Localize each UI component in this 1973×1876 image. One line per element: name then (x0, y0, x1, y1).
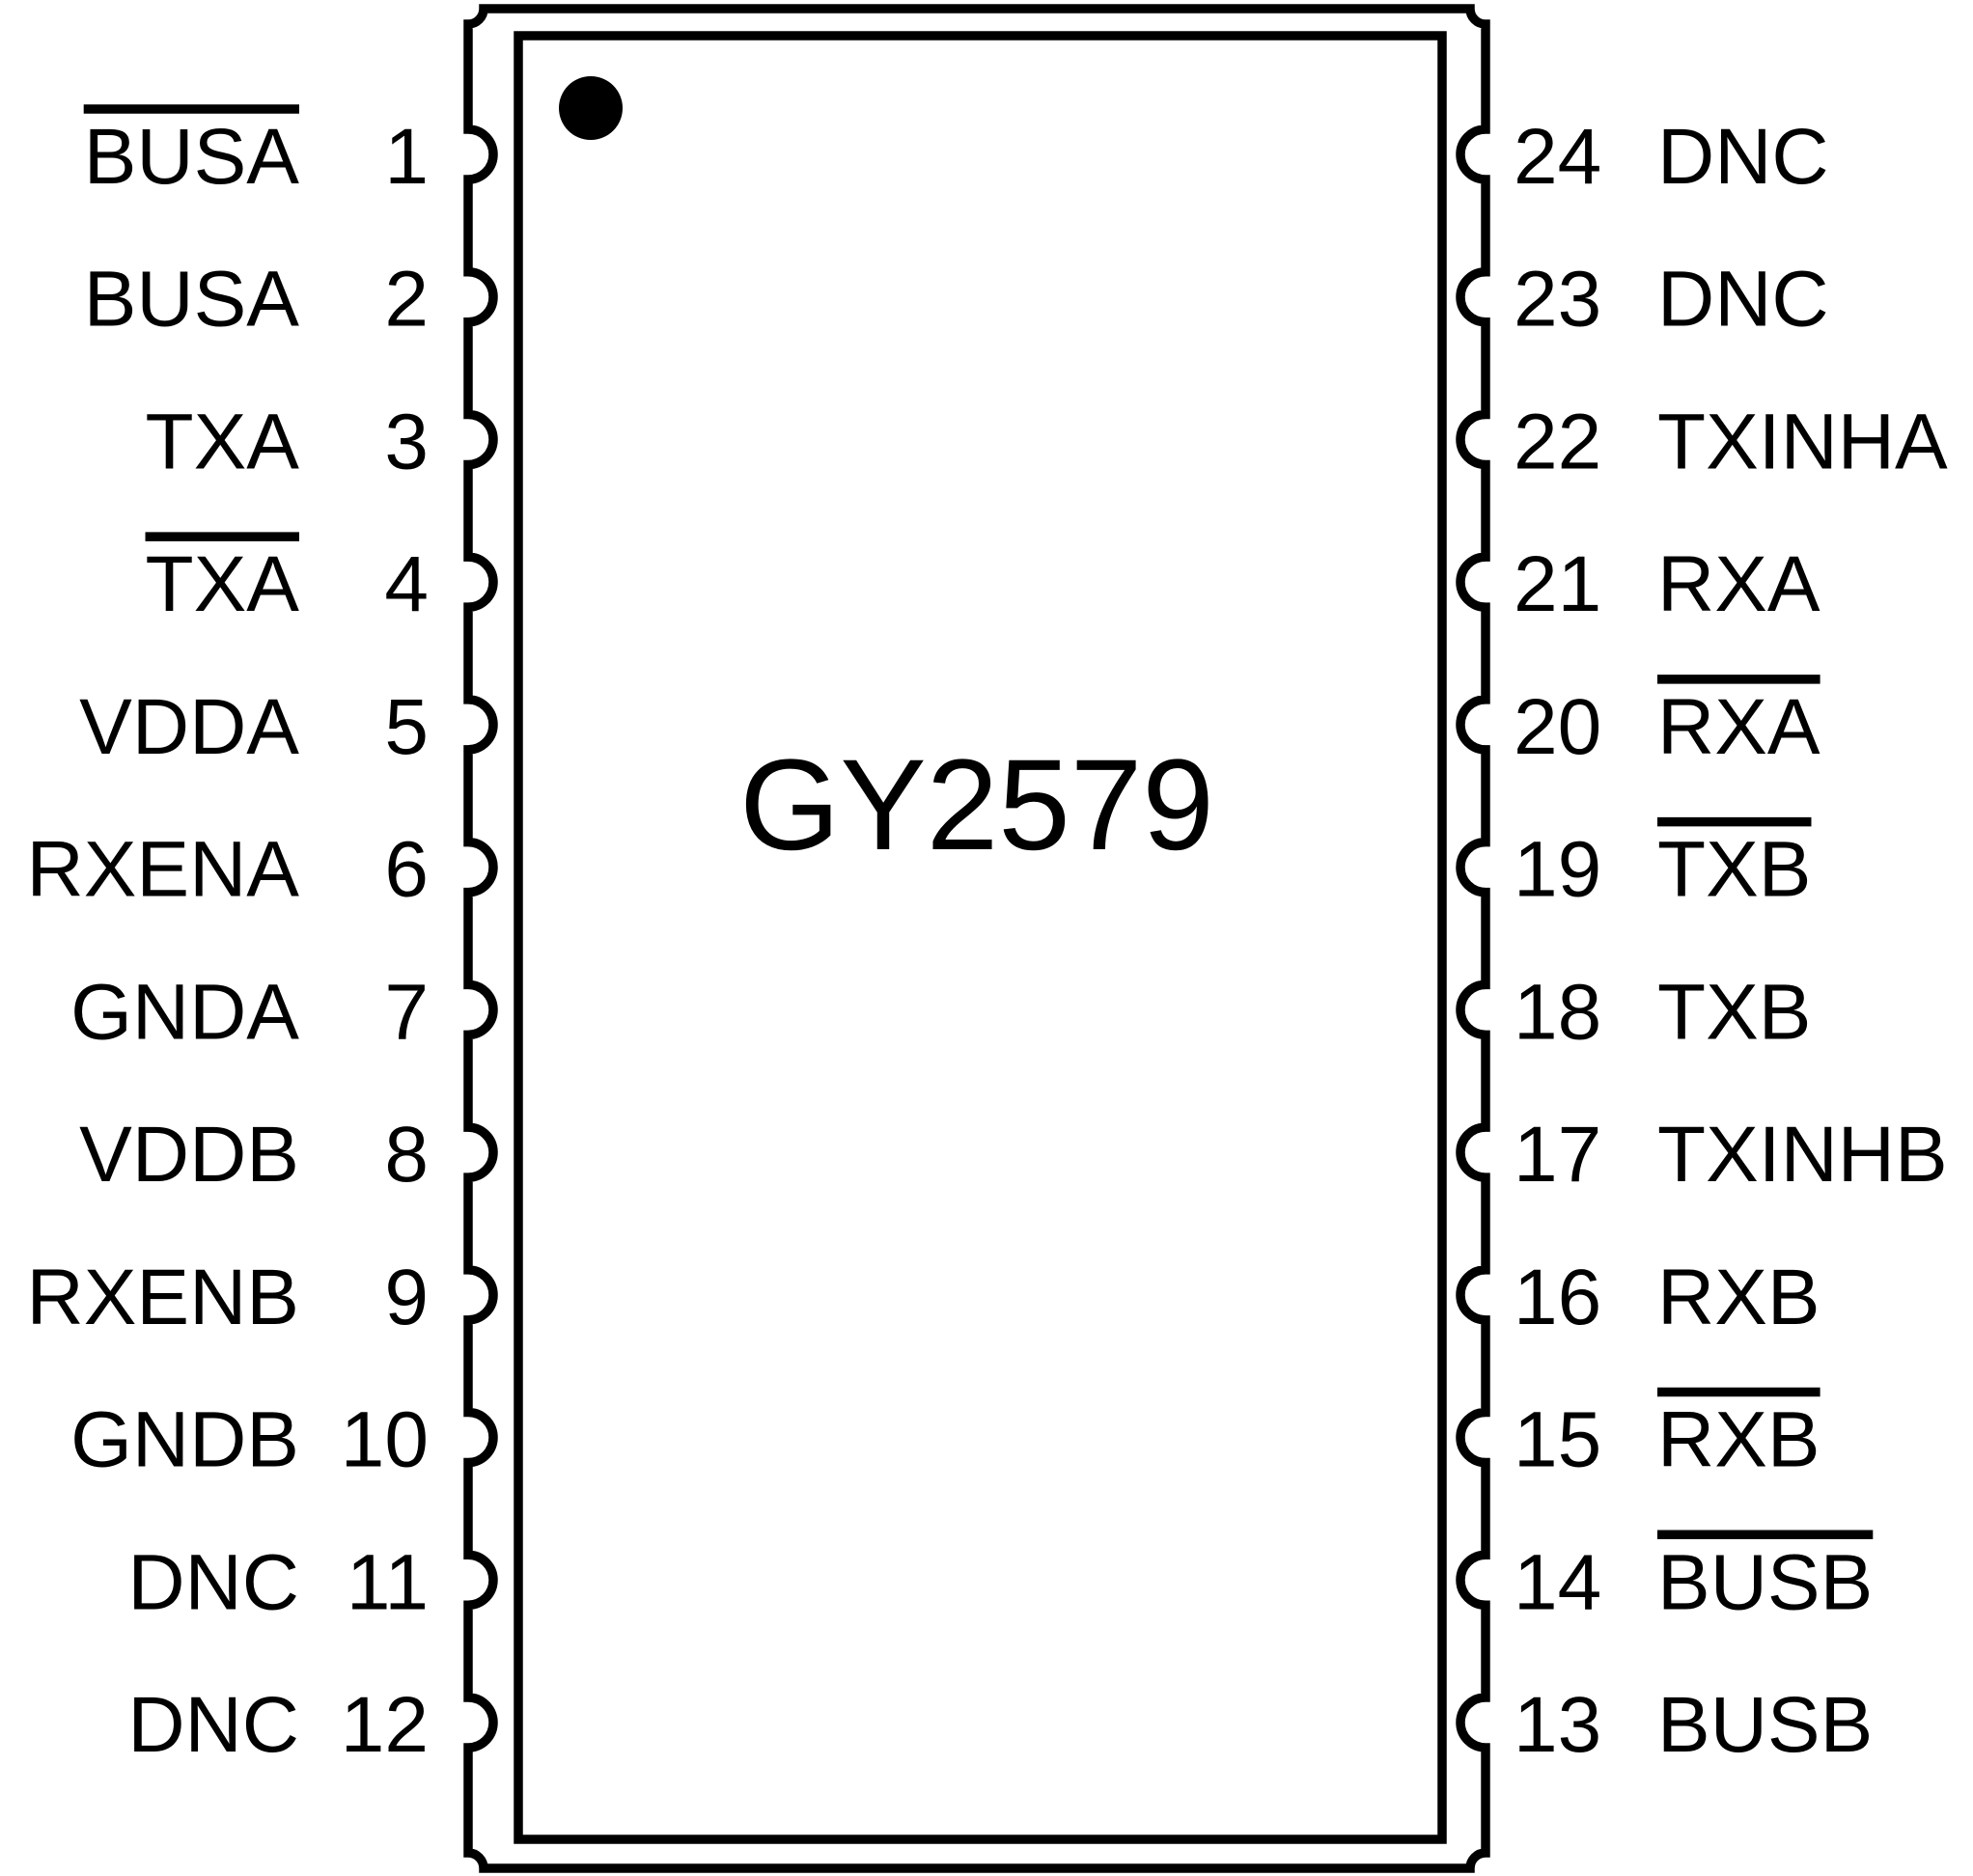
pin-number: 7 (384, 968, 429, 1056)
pin-row-9: 9 RXENB (26, 1254, 429, 1341)
pin-number: 12 (341, 1681, 429, 1769)
pin-row-20: 20 RXA (1514, 675, 1820, 771)
pin-label: BUSA (84, 113, 300, 201)
pin-label: RXA (1657, 540, 1820, 628)
pin-number: 21 (1514, 540, 1601, 628)
pin-number: 9 (384, 1254, 429, 1341)
pin-label: DNC (1657, 113, 1829, 201)
pin-row-14: 14 BUSB (1514, 1530, 1874, 1626)
pin-label: RXB (1657, 1254, 1820, 1341)
pin-row-15: 15 RXB (1514, 1387, 1820, 1484)
pin-row-17: 17 TXINHB (1514, 1111, 1948, 1199)
pin-label: VDDB (79, 1111, 299, 1199)
pin-label: TXB (1657, 826, 1811, 914)
pin-row-5: 5 VDDA (79, 683, 429, 771)
pin-row-24: 24 DNC (1514, 113, 1829, 201)
pin-number: 20 (1514, 683, 1601, 771)
pin-label: RXENA (26, 826, 299, 914)
pin-row-7: 7 GNDA (70, 968, 429, 1056)
pin-row-16: 16 RXB (1514, 1254, 1820, 1341)
pin-row-13: 13 BUSB (1514, 1681, 1873, 1769)
pin-label: TXB (1657, 968, 1811, 1056)
pin-label: RXB (1657, 1396, 1820, 1484)
pin-label: DNC (127, 1538, 299, 1626)
pin-number: 2 (384, 256, 429, 344)
pin1-indicator-dot (559, 76, 623, 140)
pin-row-23: 23 DNC (1514, 256, 1829, 344)
pin-label: GNDB (70, 1396, 299, 1484)
pin-row-12: 12 DNC (127, 1681, 429, 1769)
pin-number: 19 (1514, 826, 1601, 914)
pin-number: 10 (341, 1396, 429, 1484)
pin-label: BUSA (84, 256, 300, 344)
pin-row-11: 11 DNC (127, 1538, 429, 1626)
pin-number: 6 (384, 826, 429, 914)
chip-title: GY2579 (739, 733, 1214, 877)
pin-row-10: 10 GNDB (70, 1396, 429, 1484)
pin-label: BUSB (1657, 1681, 1873, 1769)
pin-row-1: 1 BUSA (83, 104, 429, 201)
pin-label: RXENB (26, 1254, 299, 1341)
pin-label: TXA (146, 540, 300, 628)
chip-inner-outline (514, 31, 1447, 1844)
pin-number: 24 (1514, 113, 1601, 201)
pin-number: 4 (384, 540, 429, 628)
pin-number: 3 (384, 398, 429, 485)
pin-label: GNDA (70, 968, 299, 1056)
pin-label: TXINHB (1657, 1111, 1948, 1199)
pin-number: 18 (1514, 968, 1601, 1056)
pin-number: 17 (1514, 1111, 1601, 1199)
pin-number: 8 (384, 1111, 429, 1199)
pin-label: TXINHA (1657, 398, 1948, 485)
pin-label: BUSB (1657, 1538, 1873, 1626)
pin-number: 23 (1514, 256, 1601, 344)
pin-number: 11 (347, 1538, 429, 1626)
chip-package-outline (463, 4, 1490, 1873)
pin-label: RXA (1657, 683, 1820, 771)
pin-number: 5 (384, 683, 429, 771)
pin-row-6: 6 RXENA (26, 826, 429, 914)
pin-label: VDDA (79, 683, 299, 771)
pin-label: TXA (146, 398, 300, 485)
pin-row-8: 8 VDDB (79, 1111, 429, 1199)
pin-row-2: 2 BUSA (84, 256, 429, 344)
pin-row-18: 18 TXB (1514, 968, 1811, 1056)
pin-number: 14 (1514, 1538, 1601, 1626)
pin-column-left: 1BUSA2BUSA3TXA4TXA5VDDA6RXENA7GNDA8VDDB9… (26, 104, 429, 1769)
pin-label: DNC (1657, 256, 1829, 344)
pin-number: 15 (1514, 1396, 1601, 1484)
pin-row-3: 3 TXA (146, 398, 429, 485)
pin-row-22: 22 TXINHA (1514, 398, 1948, 485)
pin-number: 1 (384, 113, 429, 201)
pin-number: 13 (1514, 1681, 1601, 1769)
pin-number: 22 (1514, 398, 1601, 485)
pin-row-21: 21 RXA (1514, 540, 1820, 628)
pin-number: 16 (1514, 1254, 1601, 1341)
pin-row-19: 19 TXB (1514, 816, 1812, 914)
pin-row-4: 4 TXA (145, 532, 429, 628)
pin-label: DNC (127, 1681, 299, 1769)
